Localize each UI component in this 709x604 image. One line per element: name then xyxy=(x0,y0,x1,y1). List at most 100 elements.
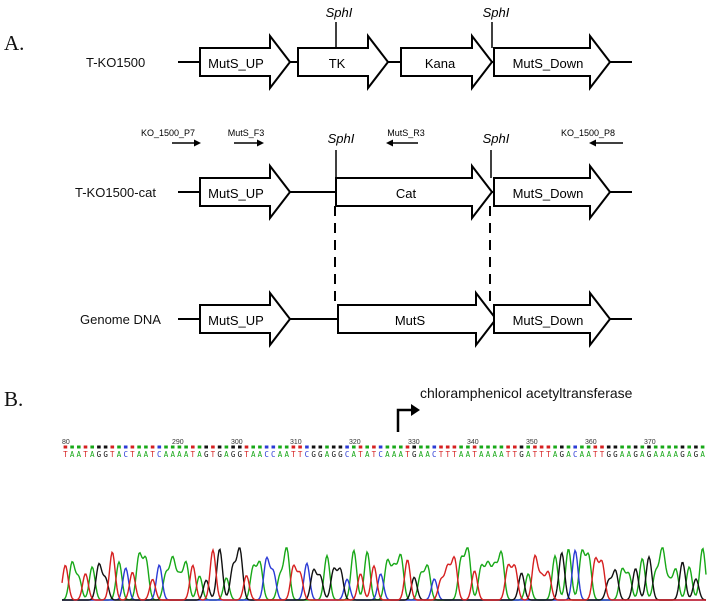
base-letter: G xyxy=(217,450,222,459)
base-letter: T xyxy=(150,450,155,459)
base-tick xyxy=(667,445,671,449)
base-tick xyxy=(63,445,68,449)
base-tick xyxy=(660,445,665,449)
base-tick xyxy=(184,445,188,449)
gene-label: MutS_Down xyxy=(513,186,584,201)
base-tick xyxy=(653,445,658,449)
gene-label: Kana xyxy=(425,56,456,71)
base-letter: G xyxy=(412,450,417,459)
base-tick xyxy=(358,445,363,449)
base-tick xyxy=(425,445,430,449)
base-letter: G xyxy=(238,450,243,459)
base-tick xyxy=(633,445,638,449)
base-letter: G xyxy=(318,450,323,459)
base-letter: T xyxy=(130,450,135,459)
construct-label: Genome DNA xyxy=(80,312,161,327)
base-letter: G xyxy=(694,450,699,459)
base-tick xyxy=(513,445,517,449)
base-letter: G xyxy=(331,450,336,459)
base-letter: C xyxy=(123,450,128,459)
base-tick xyxy=(372,445,376,449)
base-tick xyxy=(492,445,497,449)
base-tick xyxy=(620,445,624,449)
base-letter: G xyxy=(97,450,102,459)
gene-arrow xyxy=(337,290,498,348)
base-tick xyxy=(674,445,678,449)
base-tick xyxy=(204,445,208,449)
base-tick xyxy=(284,445,289,449)
base-letter: A xyxy=(526,450,531,459)
base-letter: A xyxy=(466,450,471,459)
base-tick xyxy=(573,445,577,449)
base-letter: C xyxy=(305,450,310,459)
base-tick xyxy=(486,445,490,449)
base-letter: T xyxy=(191,450,196,459)
base-tick xyxy=(412,445,416,449)
base-tick xyxy=(77,445,81,449)
base-tick xyxy=(244,445,249,449)
gene-arrow xyxy=(493,33,612,91)
base-letter: T xyxy=(83,450,88,459)
base-tick xyxy=(177,445,182,449)
restriction-site-label: SphI xyxy=(483,131,510,146)
position-label: 350 xyxy=(526,439,538,446)
base-tick xyxy=(519,445,524,449)
trace-g xyxy=(62,547,707,601)
gene-label: MutS_UP xyxy=(208,186,264,201)
base-tick xyxy=(264,445,269,449)
base-tick xyxy=(560,445,564,449)
position-label: 290 xyxy=(172,439,184,446)
base-letter: G xyxy=(231,450,236,459)
base-letter: G xyxy=(680,450,685,459)
base-letter: T xyxy=(546,450,551,459)
gene-label: MutS_UP xyxy=(208,313,264,328)
base-tick xyxy=(211,445,215,449)
base-letter: G xyxy=(560,450,565,459)
base-tick xyxy=(278,445,282,449)
base-letter: C xyxy=(271,450,276,459)
base-tick xyxy=(345,445,349,449)
position-label: 370 xyxy=(644,439,656,446)
panel-a-label: A. xyxy=(4,31,24,55)
base-tick xyxy=(170,445,175,449)
base-letter: C xyxy=(573,450,578,459)
base-letter: A xyxy=(620,450,625,459)
gene-label: MutS xyxy=(395,313,426,328)
position-label: 320 xyxy=(349,439,361,446)
construct-label: T-KO1500 xyxy=(86,55,145,70)
position-label: 310 xyxy=(290,439,302,446)
base-letter: T xyxy=(533,450,538,459)
gene-label: MutS_UP xyxy=(208,56,264,71)
base-letter: T xyxy=(358,450,363,459)
base-tick xyxy=(506,445,510,449)
restriction-site-label: SphI xyxy=(326,5,353,20)
base-letter: T xyxy=(506,450,511,459)
base-tick xyxy=(103,445,108,449)
base-tick xyxy=(83,445,88,449)
base-tick xyxy=(647,445,651,449)
base-letter: A xyxy=(365,450,370,459)
base-tick xyxy=(97,445,101,449)
base-letter: A xyxy=(197,450,202,459)
base-tick xyxy=(694,445,698,449)
gene-arrow xyxy=(199,290,292,348)
base-letter: T xyxy=(513,450,518,459)
base-tick xyxy=(157,445,162,449)
base-letter: A xyxy=(385,450,390,459)
base-letter: T xyxy=(211,450,216,459)
base-letter: G xyxy=(519,450,524,459)
base-letter: G xyxy=(613,450,618,459)
base-letter: C xyxy=(378,450,383,459)
base-tick xyxy=(298,445,302,449)
base-tick xyxy=(378,445,383,449)
base-tick xyxy=(580,445,584,449)
primer-label: KO_1500_P8 xyxy=(561,128,615,138)
gene-arrow xyxy=(335,163,494,221)
base-tick xyxy=(144,445,148,449)
base-letter: A xyxy=(352,450,357,459)
base-tick xyxy=(305,445,309,449)
base-letter: A xyxy=(177,450,182,459)
base-letter: A xyxy=(486,450,491,459)
gene-arrow xyxy=(199,33,292,91)
